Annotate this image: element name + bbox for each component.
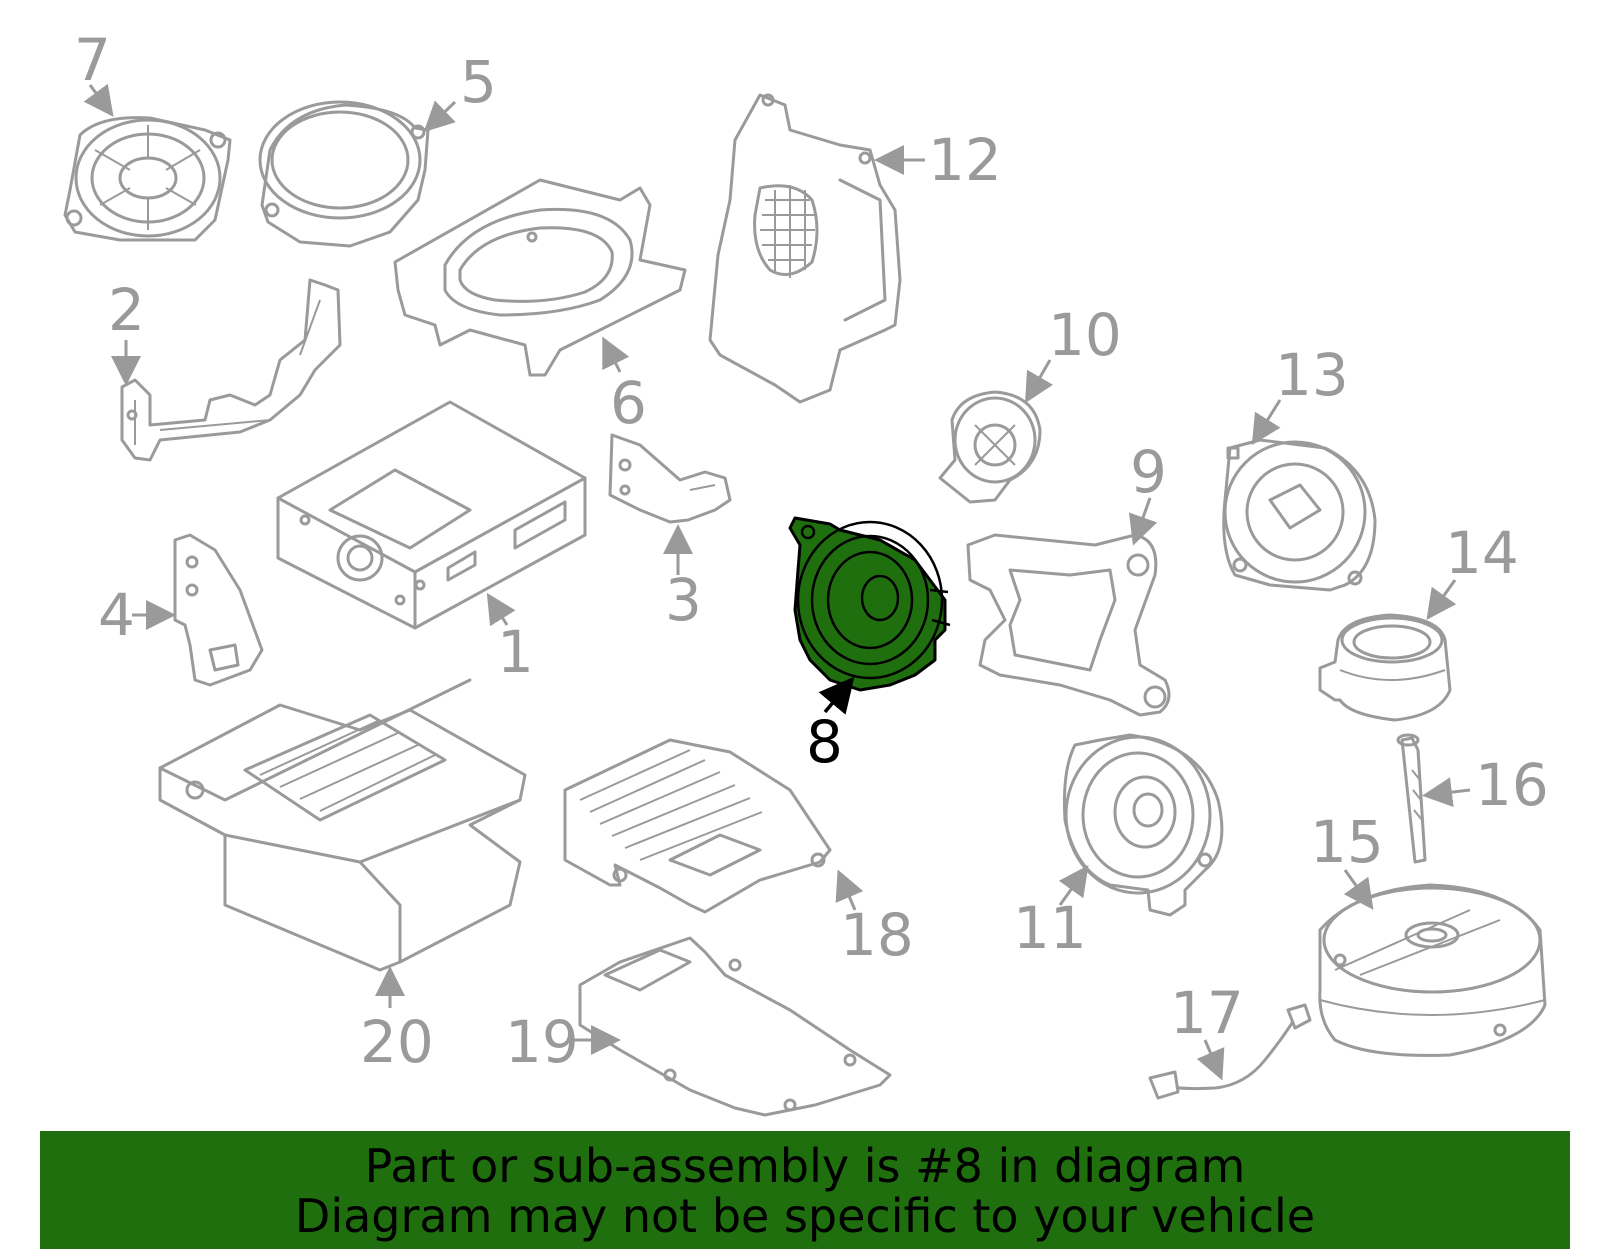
callout-7: 7 — [74, 26, 114, 117]
callout-15-label: 15 — [1310, 808, 1384, 876]
callout-11: 11 — [1013, 865, 1089, 962]
part-8-speaker[interactable] — [788, 516, 951, 692]
part-12-enclosure[interactable] — [708, 93, 902, 404]
callout-6-label: 6 — [610, 369, 647, 437]
info-banner: Part or sub-assembly is #8 in diagram Di… — [40, 1131, 1570, 1249]
callout-9-label: 9 — [1130, 438, 1167, 506]
callout-12: 12 — [874, 126, 1002, 194]
callout-10: 10 — [1024, 301, 1122, 404]
part-18-module[interactable] — [563, 738, 832, 914]
banner-line-2: Diagram may not be specific to your vehi… — [294, 1189, 1316, 1243]
part-16-bolt[interactable] — [1396, 733, 1427, 864]
part-7-tweeter[interactable] — [63, 116, 232, 242]
callout-6: 6 — [602, 336, 647, 437]
callout-1: 1 — [486, 592, 534, 686]
callout-8-label: 8 — [806, 708, 843, 776]
part-9-mounting-bracket[interactable] — [966, 533, 1171, 717]
callout-18: 18 — [835, 869, 914, 969]
callout-17: 17 — [1170, 979, 1244, 1081]
part-13-speaker[interactable] — [1222, 438, 1377, 592]
callout-13: 13 — [1251, 341, 1349, 446]
callout-19-label: 19 — [505, 1008, 579, 1076]
callout-2: 2 — [108, 276, 145, 386]
callout-2-label: 2 — [108, 276, 145, 344]
part-10-tweeter[interactable] — [938, 390, 1042, 504]
callout-20-label: 20 — [360, 1008, 434, 1076]
callout-13-label: 13 — [1275, 341, 1349, 409]
callout-3: 3 — [663, 524, 702, 634]
callout-5-label: 5 — [460, 48, 497, 116]
part-6-speaker-housing[interactable] — [393, 178, 687, 377]
part-15-subwoofer[interactable] — [1318, 883, 1547, 1057]
callout-14-label: 14 — [1445, 519, 1519, 587]
part-20-amplifier[interactable] — [158, 678, 527, 972]
part-11-coax-speaker[interactable] — [1062, 733, 1224, 917]
callout-20: 20 — [360, 966, 434, 1076]
callout-8: 8 — [806, 676, 855, 776]
part-1-control-unit[interactable] — [276, 400, 587, 630]
part-19-mounting-plate[interactable] — [578, 936, 892, 1117]
callout-16: 16 — [1422, 751, 1549, 819]
callout-19: 19 — [505, 1008, 621, 1076]
callout-10-label: 10 — [1048, 301, 1122, 369]
callout-11-label: 11 — [1013, 894, 1087, 962]
callout-14: 14 — [1426, 519, 1519, 620]
banner-line-1: Part or sub-assembly is #8 in diagram — [364, 1139, 1246, 1193]
callout-3-label: 3 — [665, 566, 702, 634]
callout-1-label: 1 — [497, 618, 534, 686]
part-2-bracket[interactable] — [120, 278, 342, 462]
callout-16-label: 16 — [1475, 751, 1549, 819]
callout-4: 4 — [98, 581, 176, 649]
part-3-bracket[interactable] — [608, 433, 732, 524]
part-5-speaker[interactable] — [258, 100, 430, 248]
part-17-wire-harness[interactable] — [1148, 1003, 1312, 1100]
callout-9: 9 — [1128, 438, 1167, 546]
part-4-bracket[interactable] — [173, 533, 264, 687]
callout-15: 15 — [1310, 808, 1384, 910]
part-14-adapter-ring[interactable] — [1318, 613, 1452, 722]
callout-18-label: 18 — [840, 901, 914, 969]
callout-5: 5 — [423, 48, 497, 133]
callout-4-label: 4 — [98, 581, 135, 649]
callout-12-label: 12 — [928, 126, 1002, 194]
callout-17-label: 17 — [1170, 979, 1244, 1047]
callout-7-label: 7 — [74, 26, 111, 94]
